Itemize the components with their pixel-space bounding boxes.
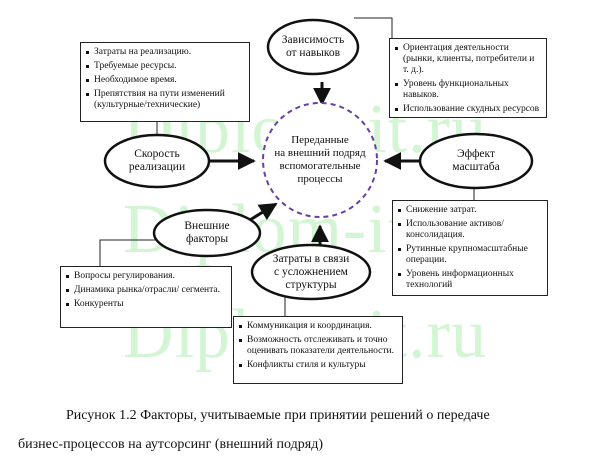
speed-label: Скорость реализации [108, 144, 206, 178]
external-line-1: Внешние [184, 220, 230, 232]
list-item: Конфликты стиля и культуры [238, 360, 397, 371]
center-line-2: на внешний подряд [274, 147, 366, 159]
structure-line-1: Затраты в связи [272, 252, 350, 265]
list-item: Затраты на реализацию. [85, 47, 244, 58]
skills-line-2: от навыков [285, 47, 341, 59]
list-item: Возможность отслеживать и точно оцениват… [238, 335, 397, 357]
connector-external-bottomleft [99, 239, 177, 272]
list-item: Уровень функциональных навыков. [394, 79, 541, 101]
list-item: Уровень информационных технологий [397, 269, 542, 291]
box-structure-factors: Коммуникация и координация. Возможность … [233, 316, 403, 384]
list-item: Конкуренты [65, 299, 226, 310]
center-circle [262, 102, 378, 218]
skills-label: Зависимость от навыков [270, 30, 356, 64]
list-item: Динамика рынка/отрасли/ сегмента. [65, 285, 226, 296]
list-item: Требуемые ресурсы. [85, 61, 244, 72]
external-line-2: факторы [185, 233, 229, 245]
list-item: Препятствия на пути изменений (культурны… [85, 89, 244, 111]
box-speed-factors: Затраты на реализацию. Требуемые ресурсы… [80, 42, 250, 122]
center-label: Переданные на внешний подряд вспомогател… [264, 126, 376, 194]
figure-caption-line-1: Рисунок 1.2 Факторы, учитываемые при при… [66, 408, 490, 423]
list-item: Использование скудных ресурсов [394, 104, 541, 115]
list-item: Рутинные крупномасштабные операции. [397, 244, 542, 266]
list-item: Использование активов/ консолидация. [397, 219, 542, 241]
center-line-1: Переданные [291, 134, 349, 146]
external-label: Внешние факторы [156, 216, 258, 250]
connector-skills-topright [354, 17, 393, 38]
scale-line-2: масштаба [452, 161, 500, 173]
structure-label: Затраты в связи с усложнением структуры [254, 250, 368, 294]
speed-line-1: Скорость [134, 148, 180, 160]
structure-oval [250, 243, 372, 301]
box-external-factors: Вопросы регулирования. Динамика рынка/от… [60, 266, 232, 328]
speed-oval [103, 133, 211, 189]
external-oval [152, 208, 262, 258]
center-line-3: вспомогательные [279, 160, 361, 172]
box-skills-factors: Ориентация деятельности (рынки, клиенты,… [389, 38, 547, 118]
scale-line-1: Эффект [457, 148, 495, 160]
skills-oval [266, 18, 360, 76]
scale-oval [418, 132, 534, 190]
center-line-4: процессы [297, 173, 343, 185]
list-item: Ориентация деятельности (рынки, клиенты,… [394, 43, 541, 76]
structure-line-3: структуры [285, 278, 337, 291]
speed-line-2: реализации [128, 161, 186, 173]
figure-caption-line-2: бизнес-процессов на аутсорсинг (внешний … [18, 437, 323, 452]
scale-label: Эффект масштаба [424, 144, 528, 178]
skills-line-1: Зависимость [281, 34, 345, 46]
list-item: Коммуникация и координация. [238, 321, 397, 332]
list-item: Необходимое время. [85, 75, 244, 86]
list-item: Снижение затрат. [397, 205, 542, 216]
box-scale-factors: Снижение затрат. Использование активов/ … [392, 200, 548, 296]
list-item: Вопросы регулирования. [65, 271, 226, 282]
structure-line-2: с усложнением [274, 265, 348, 278]
